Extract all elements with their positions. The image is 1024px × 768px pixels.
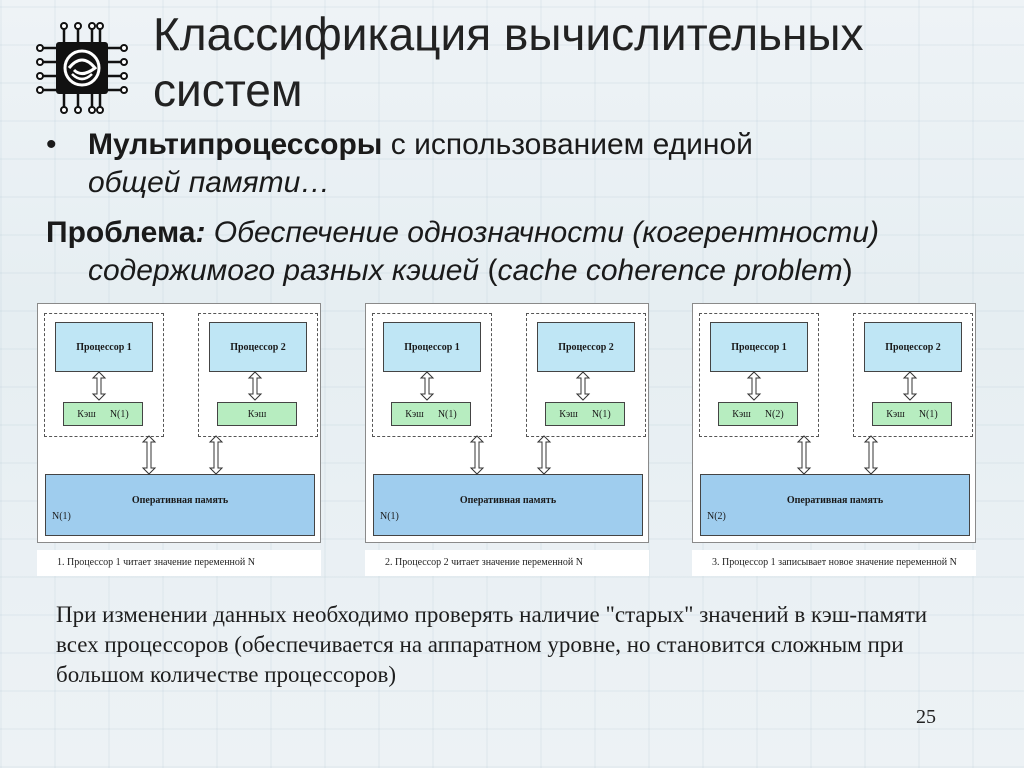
processor-box: Процессор 2	[537, 322, 635, 372]
processor-node-2: Процессор 2 Кэш N(1)	[853, 313, 973, 437]
bullet-bold-term: Мультипроцессоры	[88, 128, 383, 161]
arrow-cache2-memory	[863, 435, 879, 475]
cache-box: Кэш N(1)	[872, 402, 952, 426]
arrow-proc2-cache2	[247, 371, 263, 401]
processor-node-2: Процессор 2 Кэш	[198, 313, 318, 437]
processor-node-1: Процессор 1 Кэш N(2)	[699, 313, 819, 437]
cache-label: Кэш	[247, 408, 267, 420]
problem-statement: Проблема: Обеспечение однозначности (ког…	[46, 214, 976, 290]
processor-box: Процессор 1	[55, 322, 153, 372]
cache-value: N(1)	[591, 408, 611, 420]
chip-logo-icon	[36, 22, 128, 114]
connection-arrows	[746, 371, 918, 475]
cache-box: Кэш	[217, 402, 297, 426]
cache-value: N(1)	[109, 408, 129, 420]
title-line-2: систем	[153, 64, 303, 116]
connection-arrows	[419, 371, 591, 475]
processor-box: Процессор 2	[209, 322, 307, 372]
problem-label: Проблема	[46, 216, 196, 249]
bullet-italic-text: общей памяти…	[88, 166, 331, 199]
problem-colon: :	[195, 216, 206, 249]
problem-paren-close: )	[842, 254, 853, 287]
arrow-proc2-cache2	[575, 371, 591, 401]
bullet-marker: •	[46, 128, 57, 161]
memory-value: N(1)	[52, 511, 71, 522]
problem-english-term: cache coherence problem	[497, 254, 843, 287]
arrow-proc2-cache2	[902, 371, 918, 401]
cache-box: Кэш N(2)	[718, 402, 798, 426]
cache-box: Кэш N(1)	[545, 402, 625, 426]
cache-value: N(2)	[764, 408, 784, 420]
problem-paren-open: (	[479, 254, 498, 287]
problem-line-2: содержимого разных кэшей (cache coherenc…	[46, 252, 976, 290]
explanation-paragraph: При изменении данных необходимо проверят…	[56, 602, 928, 687]
cache-label: Кэш	[559, 408, 578, 420]
processor-box: Процессор 1	[710, 322, 808, 372]
processor-node-1: Процессор 1 Кэш N(1)	[372, 313, 492, 437]
panel-caption-3: 3. Процессор 1 записывает новое значение…	[692, 550, 976, 576]
memory-label: Оперативная память	[459, 495, 557, 506]
title-line-1: Классификация вычислительных	[153, 8, 864, 60]
processor-box: Процессор 2	[864, 322, 962, 372]
memory-label: Оперативная память	[786, 495, 884, 506]
cache-label: Кэш	[77, 408, 96, 420]
processor-box: Процессор 1	[383, 322, 481, 372]
processor-node-2: Процессор 2 Кэш N(1)	[526, 313, 646, 437]
cache-value: N(1)	[437, 408, 457, 420]
slide-title: Классификация вычислительных систем	[153, 6, 973, 118]
panel-caption-2: 2. Процессор 2 читает значение переменно…	[365, 550, 649, 576]
memory-label: Оперативная память	[131, 495, 229, 506]
bullet-normal-text: с использованием единой	[382, 128, 753, 161]
bullet-text: Мультипроцессоры с использованием единой…	[88, 126, 968, 202]
memory-value: N(2)	[707, 511, 726, 522]
cache-label: Кэш	[732, 408, 751, 420]
arrow-cache2-memory	[208, 435, 224, 475]
cache-box: Кэш N(1)	[391, 402, 471, 426]
cache-box: Кэш N(1)	[63, 402, 143, 426]
arrow-cache2-memory	[536, 435, 552, 475]
arrow-proc1-cache1	[419, 371, 435, 401]
problem-line-2-italic: содержимого разных кэшей	[88, 254, 480, 287]
arrow-proc1-cache1	[746, 371, 762, 401]
processor-node-1: Процессор 1 Кэш N(1)	[44, 313, 164, 437]
arrow-proc1-cache1	[91, 371, 107, 401]
problem-line-1: Обеспечение однозначности (когерентности…	[205, 216, 879, 249]
memory-value: N(1)	[380, 511, 399, 522]
cache-value: N(1)	[918, 408, 938, 420]
arrow-cache1-memory	[469, 435, 485, 475]
page-number: 25	[916, 706, 936, 728]
connection-arrows	[91, 371, 263, 475]
cache-label: Кэш	[405, 408, 424, 420]
cache-label: Кэш	[886, 408, 905, 420]
arrow-cache1-memory	[141, 435, 157, 475]
panel-caption-1: 1. Процессор 1 читает значение переменно…	[37, 550, 321, 576]
arrow-cache1-memory	[796, 435, 812, 475]
